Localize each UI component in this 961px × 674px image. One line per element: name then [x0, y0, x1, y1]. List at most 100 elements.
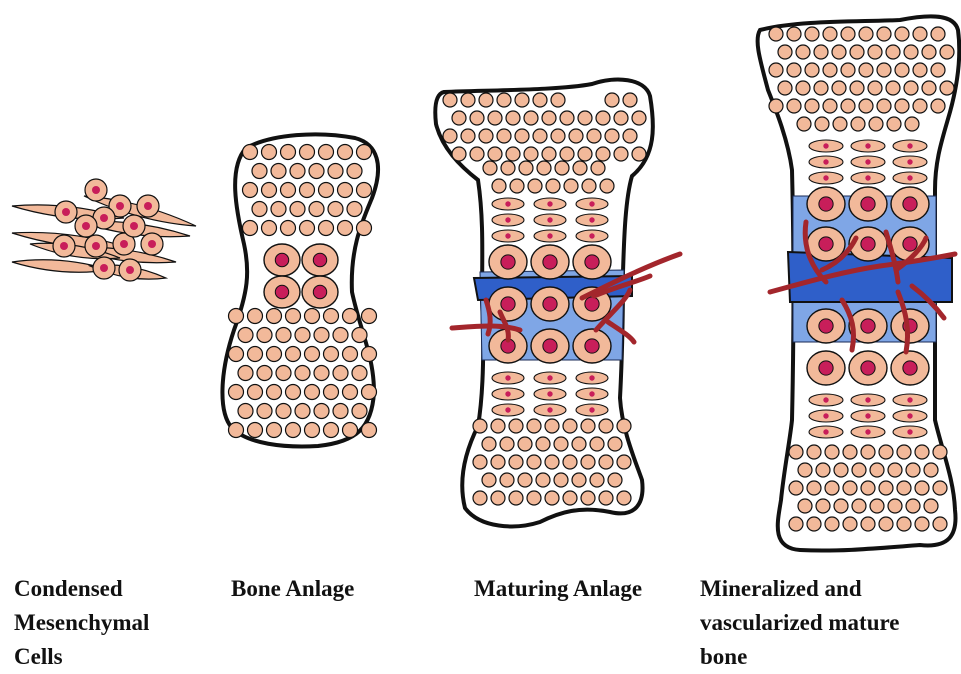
chondrocyte-cell: [886, 45, 900, 59]
chondrocyte-cell: [542, 111, 556, 125]
chondrocyte-cell: [798, 499, 812, 513]
chondrocyte-cell: [814, 81, 828, 95]
chondrocyte-cell: [913, 27, 927, 41]
chondrocyte-cell: [333, 404, 348, 419]
chondrocyte-cell: [515, 129, 529, 143]
chondrocyte-cell: [825, 517, 839, 531]
chondrocyte-cell: [527, 491, 541, 505]
cell-nucleus: [823, 175, 828, 180]
cell-nucleus: [589, 375, 594, 380]
chondrocyte-cell: [796, 81, 810, 95]
chondrocyte-cell: [286, 347, 301, 362]
chondrocyte-cell: [338, 183, 353, 198]
chondrocyte-cell: [243, 221, 258, 236]
cell-nucleus: [823, 143, 828, 148]
chondrocyte-cell: [895, 63, 909, 77]
chondrocyte-cell: [324, 347, 339, 362]
chondrocyte-cell: [924, 499, 938, 513]
chondrocyte-cell: [324, 309, 339, 324]
chondrocyte-cell: [614, 147, 628, 161]
cell-nucleus: [60, 242, 68, 250]
chondrocyte-cell: [305, 347, 320, 362]
chondrocyte-cell: [248, 347, 263, 362]
chondrocyte-cell: [286, 423, 301, 438]
chondrocyte-cell: [518, 473, 532, 487]
cell-nucleus: [861, 237, 875, 251]
chondrocyte-cell: [491, 455, 505, 469]
chondrocyte-cell: [841, 63, 855, 77]
chondrocyte-cell: [807, 517, 821, 531]
chondrocyte-cell: [617, 491, 631, 505]
cell-nucleus: [589, 407, 594, 412]
bone-anlage-figure: [222, 134, 378, 446]
chondrocyte-cell: [300, 183, 315, 198]
chondrocyte-cell: [252, 164, 267, 179]
chondrocyte-cell: [328, 202, 343, 217]
chondrocyte-cell: [861, 481, 875, 495]
chondrocyte-cell: [551, 93, 565, 107]
chondrocyte-cell: [347, 202, 362, 217]
chondrocyte-cell: [492, 179, 506, 193]
cell-nucleus: [547, 217, 552, 222]
chondrocyte-cell: [243, 145, 258, 160]
chondrocyte-cell: [895, 99, 909, 113]
chondrocyte-cell: [807, 481, 821, 495]
chondrocyte-cell: [248, 423, 263, 438]
cell-nucleus: [126, 266, 134, 274]
chondrocyte-cell: [491, 491, 505, 505]
cell-nucleus: [865, 159, 870, 164]
chondrocyte-cell: [879, 517, 893, 531]
chondrocyte-cell: [536, 473, 550, 487]
cell-nucleus: [82, 222, 90, 230]
cell-nucleus: [543, 339, 557, 353]
chondrocyte-cell: [506, 111, 520, 125]
chondrocyte-cell: [519, 161, 533, 175]
chondrocyte-cell: [509, 491, 523, 505]
chondrocyte-cell: [596, 111, 610, 125]
chondrocyte-cell: [352, 366, 367, 381]
cell-nucleus: [861, 361, 875, 375]
chondrocyte-cell: [357, 221, 372, 236]
condensed-mesenchymal-cells-caption: Condensed Mesenchymal Cells: [14, 572, 149, 674]
chondrocyte-cell: [473, 455, 487, 469]
chondrocyte-cell: [823, 63, 837, 77]
chondrocyte-cell: [542, 147, 556, 161]
chondrocyte-cell: [343, 309, 358, 324]
cell-nucleus: [861, 319, 875, 333]
chondrocyte-cell: [870, 499, 884, 513]
chondrocyte-cell: [509, 455, 523, 469]
cell-nucleus: [819, 361, 833, 375]
chondrocyte-cell: [295, 328, 310, 343]
chondrocyte-cell: [262, 145, 277, 160]
chondrocyte-cell: [596, 147, 610, 161]
chondrocyte-cell: [319, 221, 334, 236]
chondrocyte-cell: [578, 111, 592, 125]
cell-nucleus: [865, 429, 870, 434]
chondrocyte-cell: [877, 63, 891, 77]
chondrocyte-cell: [834, 463, 848, 477]
chondrocyte-cell: [281, 221, 296, 236]
chondrocyte-cell: [832, 45, 846, 59]
cell-nucleus: [505, 201, 510, 206]
chondrocyte-cell: [834, 499, 848, 513]
chondrocyte-cell: [897, 517, 911, 531]
chondrocyte-cell: [590, 473, 604, 487]
chondrocyte-cell: [333, 328, 348, 343]
mineralized-vascularized-bone-caption: Mineralized and vascularized mature bone: [700, 572, 900, 674]
chondrocyte-cell: [286, 385, 301, 400]
chondrocyte-cell: [555, 161, 569, 175]
chondrocyte-cell: [479, 129, 493, 143]
chondrocyte-cell: [599, 419, 613, 433]
chondrocyte-cell: [271, 202, 286, 217]
cell-nucleus: [92, 186, 100, 194]
chondrocyte-cell: [807, 445, 821, 459]
cell-nucleus: [120, 240, 128, 248]
caption-line: Cells: [14, 640, 149, 674]
chondrocyte-cell: [524, 111, 538, 125]
chondrocyte-cell: [906, 499, 920, 513]
chondrocyte-cell: [362, 423, 377, 438]
chondrocyte-cell: [257, 328, 272, 343]
cell-nucleus: [903, 237, 917, 251]
bone-anlage-caption: Bone Anlage: [231, 572, 354, 606]
chondrocyte-cell: [888, 499, 902, 513]
